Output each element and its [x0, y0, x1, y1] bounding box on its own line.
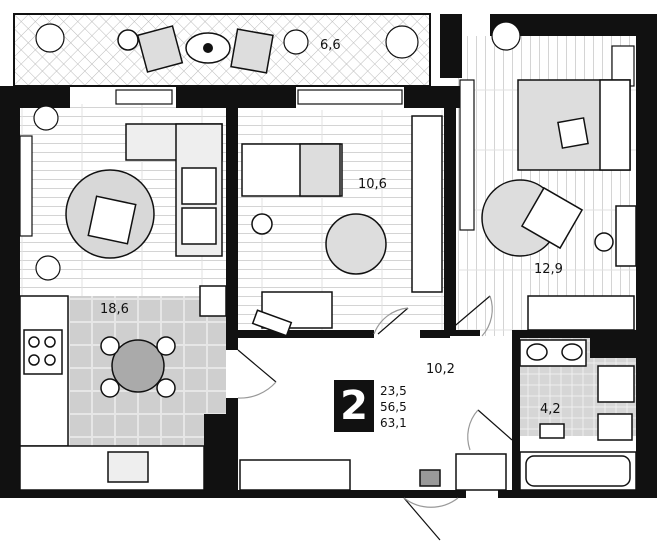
room-label-bathroom: 4,2	[540, 402, 561, 417]
area-total: 56,5	[380, 400, 407, 414]
doors	[237, 295, 513, 541]
room-label-kitchen-living: 18,6	[100, 302, 129, 317]
balcony	[13, 13, 431, 87]
walls	[0, 14, 657, 498]
area-living: 23,5	[380, 384, 407, 398]
room-label-small-bedroom: 10,6	[358, 177, 387, 192]
area-with-balcony: 63,1	[380, 416, 407, 430]
bathroom-fixtures	[519, 339, 637, 491]
plants	[33, 21, 521, 281]
living-furniture	[65, 123, 227, 317]
windows	[19, 45, 635, 237]
room-label-balcony: 6,6	[320, 38, 341, 53]
small-bedroom-furniture	[241, 115, 443, 337]
hallway-furniture	[239, 453, 507, 491]
main-bedroom-furniture	[481, 79, 637, 331]
kitchen	[19, 295, 205, 491]
room-label-main-bedroom: 12,9	[534, 262, 563, 277]
room-label-hallway: 10,2	[426, 362, 455, 377]
area-summary: 23,5 56,5 63,1	[380, 383, 407, 431]
rooms-count-badge: 2	[334, 380, 374, 432]
